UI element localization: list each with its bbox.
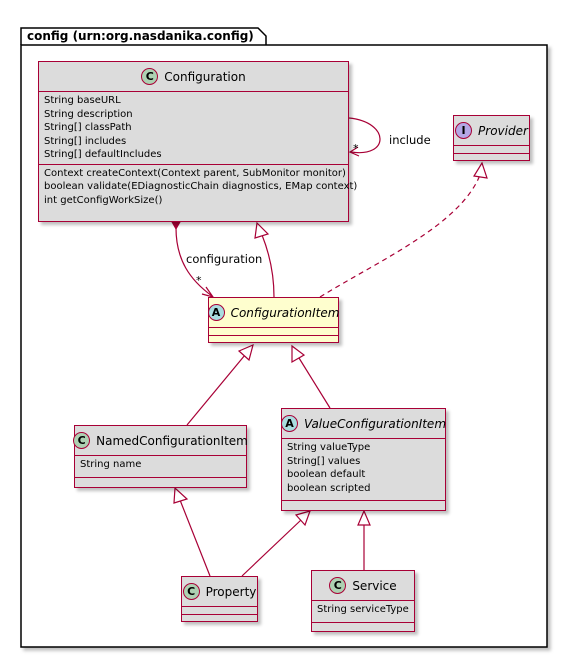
service-extends-value-arrow [357,509,371,526]
class-name: Property [205,584,257,599]
abstract-stereotype-icon: A [207,304,225,321]
include-multiplicity: * [353,142,359,155]
class-configuration[interactable]: C Configuration String baseURL String de… [38,61,358,222]
attributes-section [182,607,257,615]
named-extends-item-edge [186,354,246,426]
property-extends-named-arrow [173,486,189,504]
abstract-class-value-configuration-item[interactable]: A ValueConfigurationItem String valueTyp… [281,408,446,511]
attribute: String valueType [287,442,371,453]
attributes-section: String baseURL String description String… [39,92,348,165]
class-header: C Property [182,577,257,607]
package-tab [20,27,267,45]
class-name: ValueConfigurationItem [304,416,447,431]
attributes-section [209,328,338,336]
class-name: Configuration [164,69,246,84]
class-header: C Service [312,571,414,601]
include-label: include [389,133,431,147]
attributes-section [454,146,529,154]
named-extends-item-arrow [237,343,254,362]
attribute: String baseURL [44,95,121,106]
property-extends-value-arrow [294,510,311,527]
include-edge [348,117,381,154]
package-title: config (urn:org.nasdanika.config) [27,29,254,43]
operations-section [75,478,246,486]
class-header: C NamedConfigurationItem [73,426,248,456]
class-stereotype-icon: C [73,432,91,449]
class-stereotype-icon: C [182,583,200,600]
attribute: String description [44,108,133,120]
class-header: C Configuration [39,62,348,92]
class-service[interactable]: C Service String serviceType [311,570,415,632]
attribute: String[] defaultIncludes [44,149,162,160]
operations-section [454,154,529,162]
attribute: String[] classPath [44,122,132,133]
attributes-section: String valueType String[] values boolean… [282,439,445,501]
operations-section: Context createContext(Context parent, Su… [39,165,358,210]
attribute: boolean scripted [287,482,371,494]
attributes-section: String serviceType [312,601,414,623]
item-implements-provider-arrow [473,161,488,179]
class-name: NamedConfigurationItem [96,433,248,448]
class-name: ConfigurationItem [230,305,340,320]
value-extends-item-arrow [291,344,306,364]
operations-section [312,623,414,631]
item-extends-configuration-arrow [254,221,270,239]
property-extends-value-edge [241,519,302,577]
attribute: String serviceType [317,604,409,615]
item-extends-configuration-edge [261,234,275,298]
operations-section [282,501,445,509]
class-property[interactable]: C Property [181,576,258,622]
attribute: String name [80,459,142,470]
operations-section [209,336,338,344]
interface-stereotype-icon: I [455,122,473,139]
configuration-label: configuration [186,252,263,266]
operation: Context createContext(Context parent, Su… [44,167,346,179]
operations-section [182,615,257,623]
class-stereotype-icon: C [329,577,347,594]
value-extends-item-edge [298,357,331,409]
operation: boolean validate(EDiagnosticChain diagno… [44,181,358,192]
class-header: I Provider [454,116,529,146]
attribute: boolean default [287,469,366,480]
class-header: A ConfigurationItem [207,298,340,328]
attribute: String[] values [287,455,361,467]
operation: int getConfigWorkSize() [44,194,163,206]
include-arrowhead [348,146,360,157]
property-extends-named-edge [179,499,211,577]
class-name: Provider [478,123,528,138]
configuration-edge [175,227,213,297]
abstract-class-configuration-item[interactable]: A ConfigurationItem [207,297,340,344]
attribute: String[] includes [44,135,127,147]
interface-provider[interactable]: I Provider [453,115,530,161]
abstract-stereotype-icon: A [281,415,298,432]
configuration-multiplicity: * [196,274,202,287]
attributes-section: String name [75,456,246,478]
class-stereotype-icon: C [141,68,159,85]
item-implements-provider-edge [319,174,481,298]
class-name: Service [352,578,397,593]
class-named-configuration-item[interactable]: C NamedConfigurationItem String name [73,425,248,488]
class-header: A ValueConfigurationItem [281,409,447,439]
